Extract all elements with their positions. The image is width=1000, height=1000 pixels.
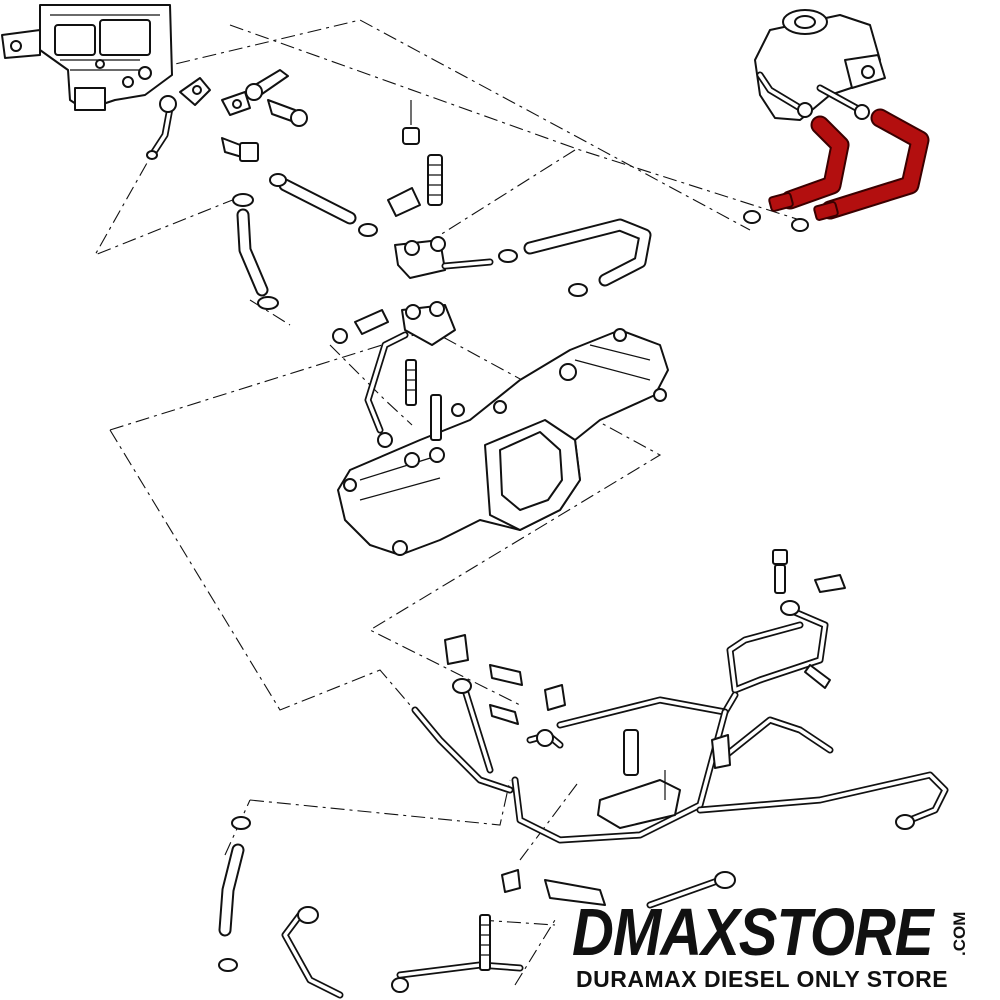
egr-tube-highlighted xyxy=(743,108,930,232)
control-module xyxy=(1,4,173,111)
junction-block xyxy=(332,301,456,448)
pipe-bottom xyxy=(281,869,736,999)
pipe-upper-right xyxy=(726,600,831,694)
watermark-tagline: DURAMAX DIESEL ONLY STORE xyxy=(576,966,949,992)
clip-icon xyxy=(444,634,566,725)
exhaust-manifold xyxy=(337,328,669,556)
pipe-middle xyxy=(411,678,739,844)
bracket-clip-icon xyxy=(179,77,251,116)
pipe-right-bend xyxy=(696,716,949,830)
fitting-assembly-upper xyxy=(387,100,518,279)
hose-small-left xyxy=(146,95,177,160)
watermark-logo: DMAXSTORE .COM DURAMAX DIESEL ONLY STORE xyxy=(572,896,992,996)
watermark-name: DMAXSTORE xyxy=(572,895,934,971)
rubber-hose-lower xyxy=(218,816,251,972)
valve-bracket xyxy=(597,729,681,829)
leader-lines xyxy=(93,19,801,986)
bolt-icon xyxy=(245,69,308,127)
watermark-suffix: .COM xyxy=(950,911,969,956)
bolt-icon xyxy=(772,549,846,594)
bent-hose xyxy=(523,218,652,297)
egr-valve xyxy=(754,9,886,121)
bolt-icon xyxy=(221,137,259,162)
rubber-hose-left xyxy=(232,193,279,310)
straight-hose xyxy=(269,173,378,237)
